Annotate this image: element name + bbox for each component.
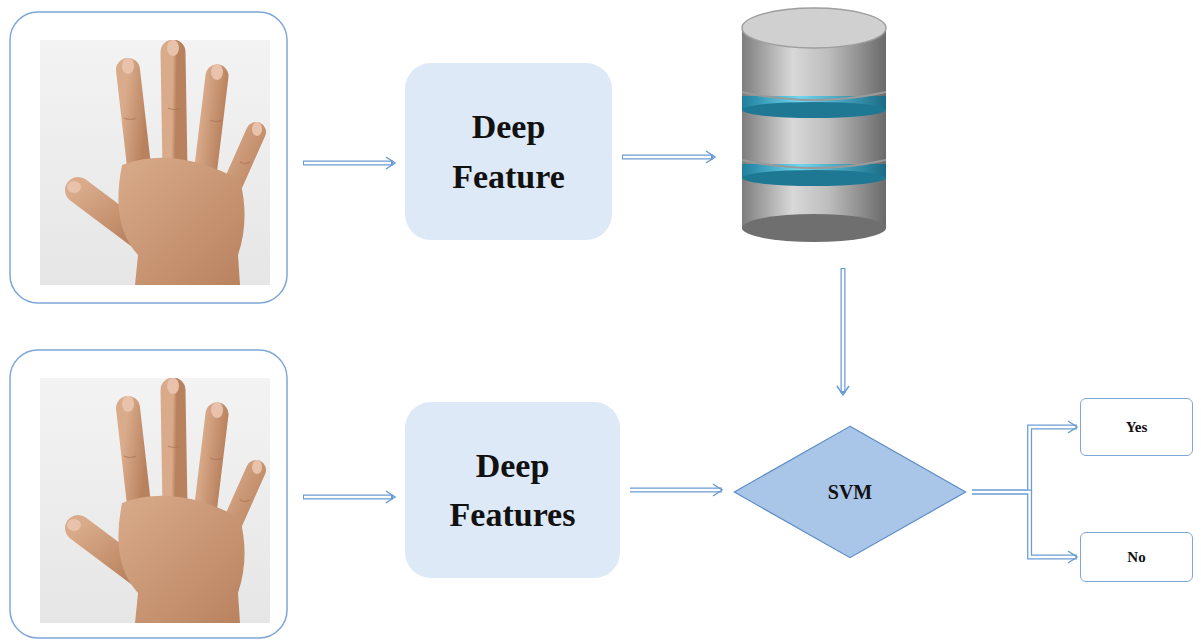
node-label: Deep Feature [452, 102, 565, 201]
flow-arrow [622, 151, 715, 163]
feature-box: Deep Features [405, 402, 620, 578]
hand-image [40, 40, 270, 285]
feature-box: Deep Feature [405, 63, 612, 240]
flow-arrow [837, 268, 849, 395]
image-frame [10, 12, 287, 303]
image-frame [10, 350, 287, 638]
node-label: Deep Features [450, 441, 576, 540]
node-label: SVM [828, 481, 872, 504]
answer-box: No [1080, 532, 1193, 582]
decision-diamond: SVM [732, 425, 968, 559]
flow-arrow [972, 492, 1077, 563]
flow-arrow [972, 421, 1077, 492]
flow-arrow [303, 491, 395, 503]
database-icon [742, 8, 886, 242]
flow-arrow [630, 484, 722, 496]
node-label: Yes [1126, 419, 1148, 436]
node-label: No [1127, 549, 1145, 566]
flow-arrow [303, 157, 395, 169]
hand-image [40, 378, 270, 623]
answer-box: Yes [1080, 398, 1193, 456]
